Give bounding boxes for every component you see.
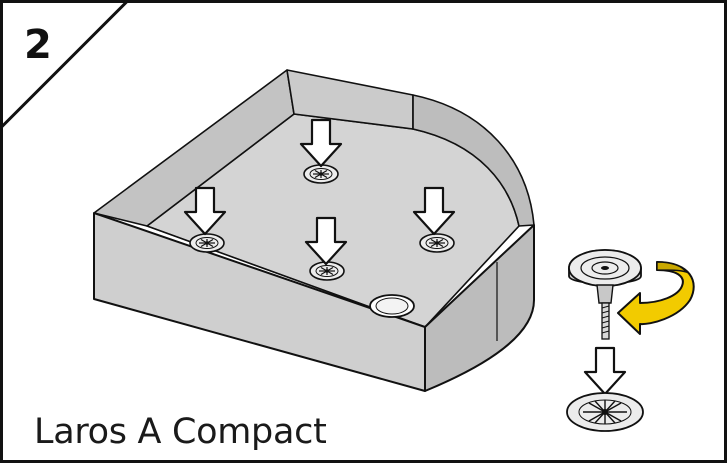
product-caption: Laros A Compact — [34, 412, 327, 452]
shower-tray — [93, 69, 535, 392]
foot-pad-4 — [419, 233, 455, 253]
rotate-arrow-icon — [617, 261, 695, 335]
foot-pad-1 — [303, 164, 339, 184]
foot-pad-3 — [309, 261, 345, 281]
step-badge: 2 — [0, 0, 131, 131]
adjustable-foot-icon — [568, 249, 642, 340]
step-number: 2 — [24, 22, 52, 68]
drain-icon — [369, 294, 415, 318]
foot-pad-2 — [189, 233, 225, 253]
foot-base-icon — [566, 392, 644, 432]
down-arrow-icon — [583, 346, 627, 396]
